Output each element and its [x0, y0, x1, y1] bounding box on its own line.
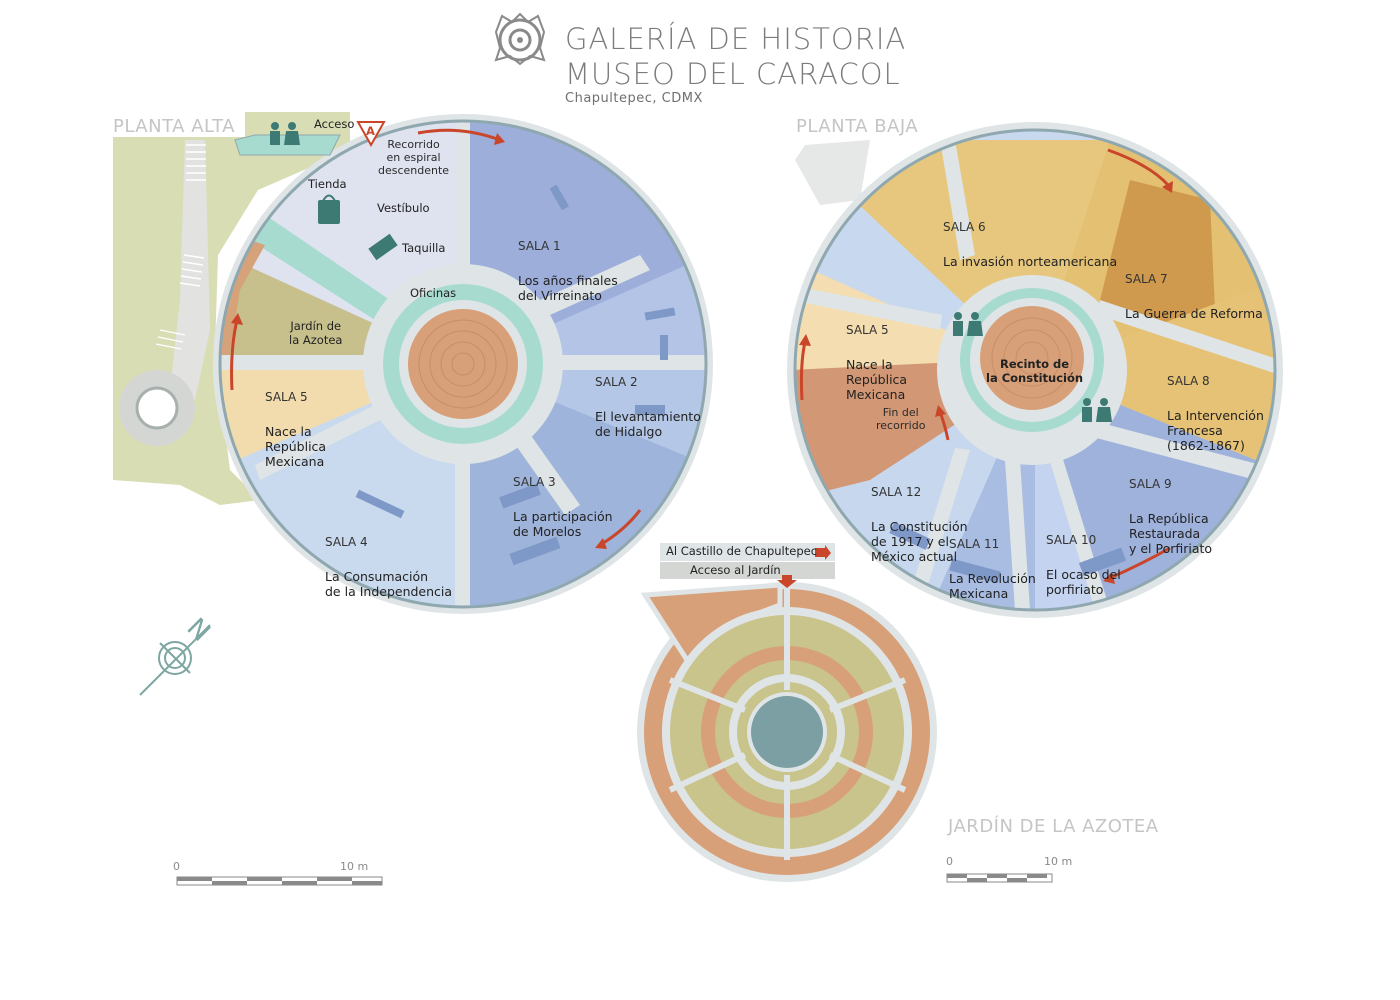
restroom-icon [270, 122, 300, 145]
end-route-label: Fin del recorrido [876, 406, 926, 433]
room-label: SALA 7 La Guerra de Reforma [1125, 272, 1263, 321]
access-label: Acceso [314, 117, 355, 131]
section-upper-floor: PLANTA ALTA [113, 116, 235, 137]
scale-left-max: 10 m [340, 860, 369, 873]
lower-floor-plan [787, 122, 1283, 618]
page-subtitle: Chapultepec, CDMX [565, 91, 703, 106]
room-label: SALA 11 La Revolución Mexicana [949, 537, 1036, 601]
room-label: SALA 10 El ocaso del porfiriato [1046, 533, 1121, 597]
lobby-label: Vestíbulo [377, 201, 430, 215]
roof-garden-plan [637, 543, 937, 882]
page-title: GALERÍA DE HISTORIA MUSEO DEL CARACOL [565, 22, 907, 91]
access-marker-letter: A [366, 124, 375, 138]
shop-label: Tienda [308, 177, 347, 191]
room-label: SALA 6 La invasión norteamericana [943, 220, 1118, 269]
scale-right-max: 10 m [1044, 855, 1073, 868]
scale-left-min: 0 [173, 860, 180, 873]
castle-direction-label[interactable]: Al Castillo de Chapultepec [666, 544, 818, 558]
scale-right-min: 0 [946, 855, 953, 868]
restroom-icon [1082, 398, 1112, 422]
room-label: SALA 5 Nace la República Mexicana [846, 323, 908, 402]
ticket-icon [368, 233, 398, 261]
room-label: SALA 8 La Intervención Francesa (1862-18… [1167, 374, 1264, 453]
access-marker-icon [356, 121, 386, 148]
garden-access-label[interactable]: Acceso al Jardín [690, 563, 781, 577]
room-label: SALA 4 La Consumación de la Independenci… [325, 535, 453, 599]
shop-icon [318, 194, 340, 224]
scale-bar-left [176, 876, 383, 886]
compass-icon [139, 624, 211, 696]
route-note: Recorrido en espiral descendente [378, 138, 450, 178]
room-label: SALA 2 El levantamiento de Hidalgo [595, 375, 701, 439]
room-label: SALA 3 La participación de Morelos [513, 475, 613, 539]
room-label: SALA 12 La Constitución de 1917 y el Méx… [871, 485, 968, 564]
scale-bar-right [946, 873, 1053, 883]
ticket-label: Taquilla [402, 241, 446, 255]
offices-label: Oficinas [410, 286, 457, 300]
section-roof-garden: JARDÍN DE LA AZOTEA [948, 816, 1159, 837]
section-lower-floor: PLANTA BAJA [796, 116, 919, 137]
room-label: SALA 5 Nace la República Mexicana [265, 390, 327, 469]
center-hall-label: Recinto de la Constitución [986, 357, 1084, 385]
room-label: SALA 9 La República Restaurada y el Porf… [1129, 477, 1213, 556]
museum-logo-icon [494, 12, 546, 66]
room-label: SALA 1 Los años finales del Virreinato [518, 239, 618, 303]
roof-garden-label: Jardín de la Azotea [289, 319, 343, 347]
restroom-icon [953, 312, 983, 336]
